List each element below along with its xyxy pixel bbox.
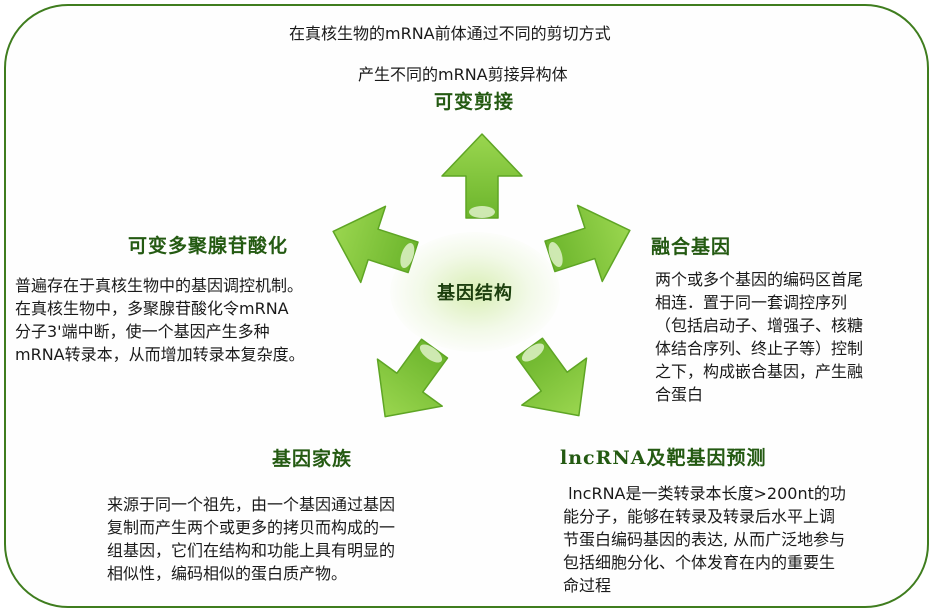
right-desc-line: 两个或多个基因的编码区首尾 [655, 270, 864, 289]
bottom-right-title: lncRNA及靶基因预测 [560, 447, 767, 469]
bottom-left-title: 基因家族 [272, 448, 353, 470]
arrow-up-right-icon [544, 204, 631, 283]
right-desc-line: （包括启动子、增强子、核糖 [655, 316, 864, 335]
arrow-up-left-icon [332, 205, 419, 284]
bottom-left-desc-line: 组基因，它们在结构和功能上具有明显的 [107, 541, 396, 560]
bottom-left-desc-line: 复制而产生两个或更多的拷贝而构成的一 [107, 518, 396, 537]
right-desc-line: 合蛋白 [655, 385, 704, 404]
right-title: 融合基因 [651, 236, 732, 258]
right-desc-line: 相连．置于同一套调控序列 [655, 293, 848, 312]
center-glow [390, 232, 560, 352]
bottom-right-desc-line: lncRNA是一类转录本长度>200nt的功 [563, 484, 846, 503]
left-title: 可变多聚腺苷酸化 [128, 235, 289, 257]
bottom-left-desc-line: 相似性，编码相似的蛋白质产物。 [107, 564, 348, 583]
bottom-right-desc-line: 能分子，能够在转录及转录后水平上调 [563, 507, 836, 526]
left-desc-line: mRNA转录本，从而增加转录本复杂度。 [15, 345, 305, 364]
left-desc-line: 在真核生物中，多聚腺苷酸化令mRNA [15, 299, 289, 318]
bottom-left-desc-line: 来源于同一个祖先，由一个基因通过基因 [107, 495, 396, 514]
center-label: 基因结构 [437, 283, 513, 304]
bottom-right-desc-line: 节蛋白编码基因的表达, 从而广泛地参与 [563, 530, 846, 549]
left-desc-line: 普遍存在于真核生物中的基因调控机制。 [15, 276, 304, 295]
arrow-down-left-icon [376, 338, 449, 418]
top-title: 可变剪接 [434, 91, 515, 113]
bottom-left-desc: 来源于同一个祖先，由一个基因通过基因 复制而产生两个或更多的拷贝而构成的一 组基… [107, 493, 457, 585]
bottom-right-desc-line: 包括细胞分化、个体发育在内的重要生 [563, 553, 836, 572]
right-desc: 两个或多个基因的编码区首尾 相连．置于同一套调控序列 （包括启动子、增强子、核糖… [655, 268, 915, 406]
top-desc-line-2: 产生不同的mRNA剪接异构体 [358, 65, 568, 84]
left-desc: 普遍存在于真核生物中的基因调控机制。 在真核生物中，多聚腺苷酸化令mRNA 分子… [15, 274, 355, 366]
bottom-right-desc-line: 命过程 [563, 576, 612, 595]
bottom-right-desc: lncRNA是一类转录本长度>200nt的功 能分子，能够在转录及转录后水平上调… [563, 482, 908, 597]
top-desc-line-1: 在真核生物的mRNA前体通过不同的剪切方式 [289, 24, 611, 43]
left-desc-line: 分子3'端中断，使一个基因产生多种 [15, 322, 270, 341]
right-desc-line: 体结合序列、终止子等）控制 [655, 339, 864, 358]
right-desc-line: 之下，构成嵌合基因，产生融 [655, 362, 864, 381]
arrow-up-icon [441, 133, 523, 219]
arrow-down-right-icon [515, 337, 588, 417]
